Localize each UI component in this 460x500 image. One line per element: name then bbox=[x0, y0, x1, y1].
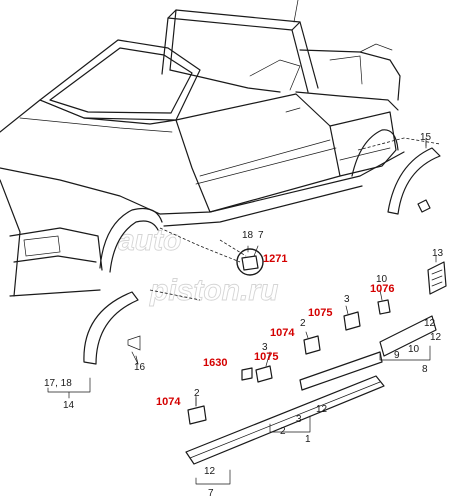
part-num-2-mid: 2 bbox=[300, 318, 306, 329]
part-num-8: 8 bbox=[422, 364, 428, 375]
catalog-code-labels: 1271 1076 1075 1074 1630 1075 1074 bbox=[156, 253, 394, 408]
part-num-12-rear-b: 12 bbox=[430, 332, 442, 343]
part-num-17: 7 bbox=[258, 230, 264, 241]
part-num-1: 1 bbox=[305, 434, 311, 445]
code-1074-mid: 1074 bbox=[270, 327, 295, 339]
leader-top bbox=[293, 0, 299, 23]
code-1076: 1076 bbox=[370, 283, 394, 295]
part-num-12-rear: 12 bbox=[424, 318, 436, 329]
watermark-line2: piston.ru bbox=[149, 274, 278, 307]
watermark: auto piston.ru bbox=[118, 224, 279, 308]
code-1075-mid: 1075 bbox=[254, 351, 278, 363]
part-num-16: 16 bbox=[134, 362, 146, 373]
part-num-3-mid: 3 bbox=[262, 342, 268, 353]
car-body-illustration bbox=[0, 9, 441, 301]
part-num-12-front: 12 bbox=[204, 466, 216, 477]
part-num-15: 15 bbox=[420, 132, 432, 143]
part-num-3-rear: 3 bbox=[344, 294, 350, 305]
part-num-14: 14 bbox=[63, 400, 75, 411]
part-num-3: 3 bbox=[296, 414, 302, 425]
part-num-13: 13 bbox=[432, 248, 444, 259]
part-num-17-18: 17, 18 bbox=[44, 378, 72, 389]
part-num-7: 7 bbox=[208, 488, 214, 499]
part-num-10: 10 bbox=[408, 344, 420, 355]
front-arch-trim bbox=[83, 291, 141, 365]
code-1271: 1271 bbox=[263, 253, 287, 265]
part-num-12: 12 bbox=[316, 404, 328, 415]
rear-mud-flap bbox=[427, 261, 447, 295]
code-1074-front: 1074 bbox=[156, 396, 181, 408]
leader-lines bbox=[47, 141, 437, 485]
code-1075-rear: 1075 bbox=[308, 307, 332, 319]
highlighted-clip bbox=[236, 245, 264, 276]
part-number-labels: 13 15 13 18 7 10 3 12 12 10 9 8 2 3 2 3 … bbox=[44, 132, 444, 499]
part-num-2: 2 bbox=[280, 426, 286, 437]
watermark-line1: auto bbox=[118, 224, 181, 257]
part-num-18: 18 bbox=[242, 230, 254, 241]
sill-trim-panels bbox=[185, 315, 437, 465]
part-num-10-rear: 10 bbox=[376, 274, 388, 285]
part-num-9: 9 bbox=[394, 350, 400, 361]
part-num-2-front: 2 bbox=[194, 388, 200, 399]
code-1630: 1630 bbox=[203, 357, 227, 369]
